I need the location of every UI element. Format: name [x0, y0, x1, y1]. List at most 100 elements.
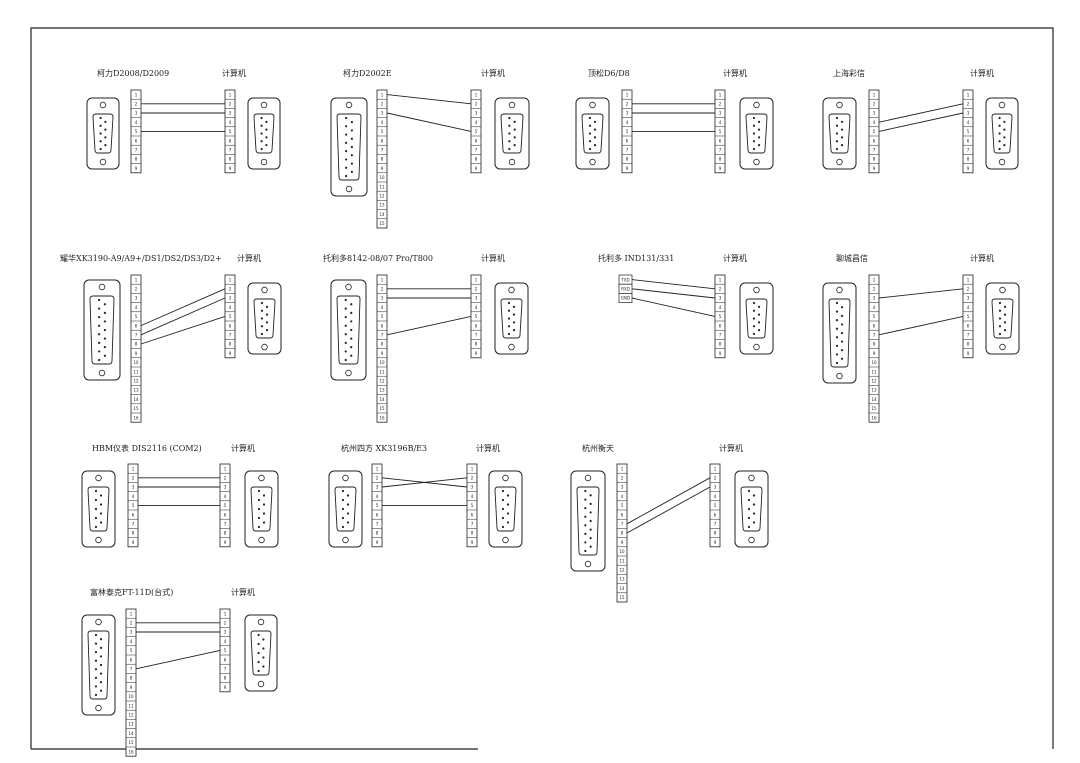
- d12-device-pin-2: 2: [130, 620, 133, 625]
- d1-pc-pin-8: 8: [229, 157, 232, 162]
- d7-pc-pin-8: 8: [719, 342, 722, 347]
- d8-wire: [878, 288, 964, 299]
- d2-device-pin-dot: [350, 154, 353, 157]
- d11-pc-mount-hole-bottom: [748, 536, 755, 544]
- d10-pc-pin-dot: [501, 507, 505, 511]
- d10-device-pin-4: 4: [376, 494, 379, 499]
- d3-device-mount-hole-bottom: [589, 158, 596, 166]
- d11-device-pin-3: 3: [621, 485, 624, 490]
- d8-pc-pin-dot: [998, 317, 1002, 320]
- d6-device-pin-4: 4: [381, 305, 384, 310]
- d11-pc-pin-9: 9: [714, 540, 717, 545]
- d12-device-pin-5: 5: [130, 648, 133, 653]
- d5-device-pin-7: 7: [135, 332, 138, 337]
- d4-device-pin-dot: [835, 124, 839, 127]
- d12-pc-pin-8: 8: [224, 676, 227, 681]
- d6-pc-pin-dot: [512, 305, 516, 308]
- d2-device-pin-4: 4: [381, 120, 384, 125]
- d6-device-pin-14: 14: [379, 397, 385, 402]
- d7-pc-pin-dot: [752, 301, 756, 305]
- d8-device-pin-dot: [835, 301, 839, 305]
- d10-device-pin-3: 3: [376, 485, 379, 490]
- d10-device-pin-9: 9: [376, 540, 379, 545]
- d11-pc-pin-dot: [752, 503, 756, 506]
- d2-device-pin-12: 12: [379, 193, 385, 198]
- d10-device-db-connector: [328, 470, 363, 548]
- d10-pc-mount-hole-top: [502, 474, 509, 482]
- d5-device-pin-2: 2: [135, 286, 138, 291]
- d3-pc-pin-1: 1: [719, 92, 722, 97]
- d2-device-pin-dot: [350, 129, 353, 132]
- device-label-d9: HBM仪表 DIS2116 (COM2): [92, 444, 202, 453]
- d10-device-pin-dot: [341, 525, 345, 529]
- d10-device-pin-dot: [346, 494, 350, 497]
- d10-pc-pin-4: 4: [471, 494, 474, 499]
- d9-pc-pin-1: 1: [224, 466, 227, 471]
- d10-wire: [381, 477, 468, 488]
- d10-pc-pin-dot: [501, 516, 505, 520]
- d11-wire: [626, 486, 711, 534]
- d10-device-pin-8: 8: [376, 531, 379, 536]
- d3-pc-pin-dot: [752, 124, 756, 127]
- d4-pc-pin-3: 3: [967, 111, 970, 116]
- d7-pc-pin-7: 7: [719, 332, 722, 337]
- d2-device-pin-dot: [350, 162, 353, 165]
- d5-pc-pin-dot: [265, 321, 269, 324]
- d5-pc-pin-dot: [265, 329, 269, 332]
- d5-device-pin-10: 10: [133, 360, 139, 365]
- d1-pc-pin-dot: [265, 120, 268, 123]
- d9-device-pin-dot: [94, 525, 98, 529]
- d3-pc-pin-dot: [752, 116, 756, 120]
- d12-device-pin-dot: [94, 659, 98, 662]
- d2-pc-pin-6: 6: [475, 138, 478, 143]
- d8-device-pin-dot: [840, 349, 844, 352]
- d4-device-pin-8: 8: [873, 157, 876, 162]
- d11-pc-pin-5: 5: [714, 503, 717, 508]
- d6-device-pin-dot: [344, 316, 347, 319]
- d1-pc-pin-9: 9: [229, 166, 232, 171]
- d4-pc-pin-dot: [998, 147, 1001, 151]
- d12-device-pin-dot: [94, 668, 98, 671]
- d6-device-pin-dot: [344, 324, 347, 327]
- d7-signal-rxd: RXD: [621, 286, 630, 291]
- d2-device-pin-7: 7: [381, 147, 384, 152]
- d11-device-pin-dot: [584, 549, 587, 553]
- d12-pc-pin-6: 6: [224, 657, 227, 662]
- d8-device-pin-16: 16: [871, 415, 877, 420]
- d1-pc-connector-face: [253, 113, 275, 154]
- d2-pc-pin-5: 5: [475, 129, 478, 134]
- d12-device-mount-hole-bottom: [95, 704, 102, 712]
- d6-pc-pin-dot: [507, 325, 511, 328]
- d10-device-mount-hole-bottom: [342, 536, 349, 544]
- d8-pc-pin-2: 2: [967, 286, 970, 291]
- d5-pc-pin-5: 5: [229, 314, 232, 319]
- d10-pc-pin-dot: [501, 498, 505, 502]
- d11-device-pin-dot: [589, 494, 592, 497]
- device-label-d7: 托利多 IND131/331: [598, 254, 675, 263]
- d12-device-pin-3: 3: [130, 630, 133, 635]
- d11-device-pin-dot: [589, 519, 592, 523]
- d11-pc-pin-8: 8: [714, 531, 717, 536]
- d11-pc-pin-dot: [747, 498, 751, 502]
- d7-pc-pin-dot: [752, 325, 756, 328]
- d7-pc-mount-hole-top: [753, 286, 760, 294]
- d8-pc-pin-dot: [998, 325, 1002, 328]
- d5-pc-pin-dot: [260, 317, 264, 320]
- device-label-d11: 杭州衡天: [582, 444, 614, 453]
- d12-device-pin-dot: [94, 676, 98, 679]
- d1-device-pin-dot: [99, 140, 102, 143]
- d2-pc-pin-1: 1: [475, 92, 478, 97]
- d8-device-pin-4: 4: [873, 305, 876, 310]
- d12-pc-pin-dot: [257, 651, 260, 655]
- d7-signal-txd: TXD: [620, 277, 629, 282]
- d9-device-pin-6: 6: [132, 512, 135, 517]
- d11-pc-pin-dot: [747, 507, 751, 511]
- d2-pc-db-connector: [494, 97, 530, 170]
